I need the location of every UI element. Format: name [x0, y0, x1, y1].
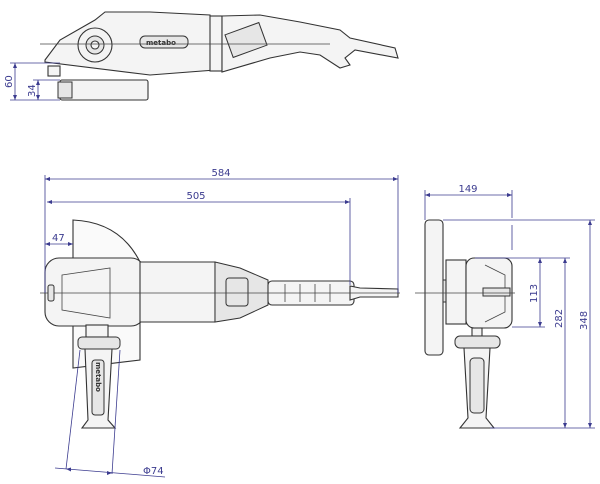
- handle-diameter-label: Φ74: [143, 466, 164, 477]
- brand-logo-handle: metabo: [94, 362, 102, 392]
- dimension-overall-length: 584: [44, 168, 399, 293]
- overall-length-label: 584: [211, 168, 230, 179]
- dimension-guard-offset: 47: [45, 233, 73, 246]
- dimension-top-height: 60 34: [4, 62, 60, 101]
- dimension-handle-diameter: Φ74: [54, 349, 166, 478]
- side-depth-label: 149: [458, 184, 477, 195]
- dimension-side-depth: 149: [424, 184, 513, 250]
- side-view: [415, 219, 515, 429]
- body-length-label: 505: [186, 191, 205, 202]
- dimension-heights: 113 282 348: [443, 219, 595, 429]
- total-height-label: 348: [579, 311, 590, 330]
- spindle-height-label: 34: [27, 84, 38, 97]
- dimension-body-length: 505: [47, 191, 351, 285]
- top-height-label: 60: [4, 75, 15, 88]
- guard-offset-label: 47: [52, 233, 65, 244]
- plan-view: metabo: [40, 219, 400, 429]
- top-view: metabo: [40, 11, 399, 101]
- brand-logo-top: metabo: [146, 39, 176, 47]
- head-height-label: 113: [529, 284, 540, 303]
- height-with-handle-label: 282: [554, 309, 565, 328]
